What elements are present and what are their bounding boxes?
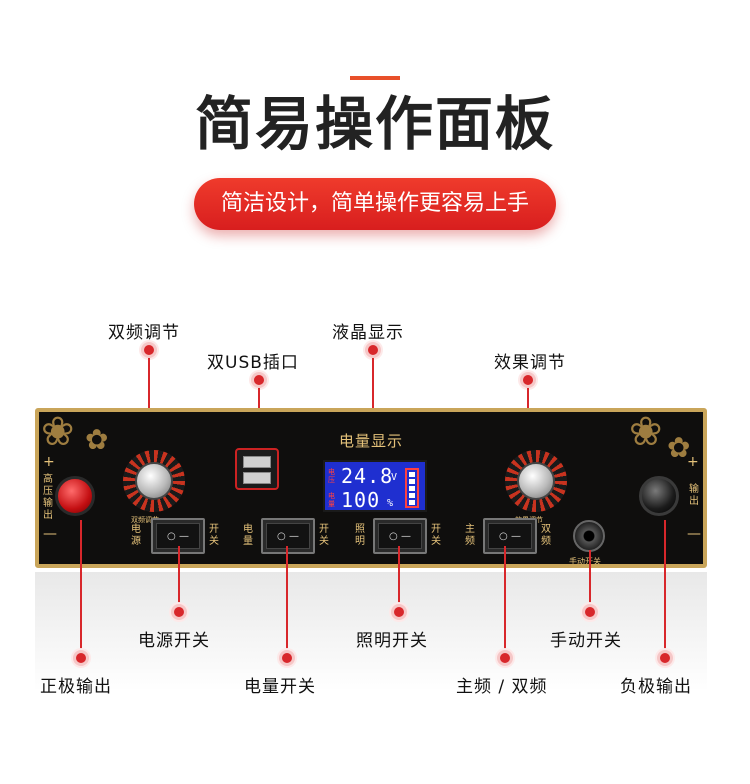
callout-dot	[582, 604, 598, 620]
positive-terminal[interactable]	[55, 476, 95, 516]
voltage-tag: 电压	[328, 468, 335, 484]
flower-ornament-icon: ❀	[41, 409, 75, 455]
subtitle-badge: 简洁设计，简单操作更容易上手	[194, 178, 556, 230]
hv-output-label: 高压输出	[43, 474, 53, 521]
callout-manual-switch: 手动开关	[550, 631, 622, 651]
callout-line	[589, 550, 591, 606]
callout-line	[80, 520, 82, 652]
callout-line	[664, 520, 666, 652]
battery-tag: 电量	[328, 492, 335, 508]
battery-level-icon	[405, 468, 419, 508]
manual-switch-jack[interactable]	[573, 520, 605, 552]
battery-value: 100	[341, 488, 381, 512]
panel-reflection	[35, 572, 707, 692]
dual-usb-ports[interactable]	[235, 448, 279, 490]
callout-dot	[657, 650, 673, 666]
callout-dual-usb: 双USB插口	[207, 353, 299, 373]
switch-right-label: 开关	[209, 524, 219, 547]
callout-line	[148, 358, 150, 450]
callout-line	[178, 546, 180, 606]
callout-dual-freq-adjust: 双频调节	[108, 323, 180, 343]
dual-freq-knob[interactable]	[123, 450, 185, 512]
switch-right-label: 开关	[319, 524, 329, 547]
battery-rocker-switch[interactable]: ○ —	[261, 518, 315, 554]
callout-light-switch: 照明开关	[356, 631, 428, 651]
callout-dot	[391, 604, 407, 620]
flower-ornament-icon: ❀	[629, 409, 663, 455]
usb-port-icon[interactable]	[243, 456, 271, 468]
callout-main-dual-freq: 主频 / 双频	[456, 677, 548, 697]
switch-right-label: 开关	[431, 524, 441, 547]
minus-sign: —	[43, 526, 57, 542]
callout-dot	[251, 372, 267, 388]
minus-sign: —	[687, 526, 701, 542]
lcd-display: 电压 24.8 V 电量 100 %	[323, 460, 427, 512]
voltage-value: 24.8	[341, 464, 394, 488]
callout-negative-output: 负极输出	[620, 677, 692, 697]
callout-dot	[73, 650, 89, 666]
callout-battery-switch: 电量开关	[244, 677, 316, 697]
callout-positive-output: 正极输出	[40, 677, 112, 697]
callout-dot	[141, 342, 157, 358]
callout-dot	[171, 604, 187, 620]
switch-left-label: 主频	[465, 524, 475, 547]
plus-sign: +	[687, 454, 699, 470]
callout-line	[398, 546, 400, 606]
freq-rocker-switch[interactable]: ○ —	[483, 518, 537, 554]
switch-left-label: 电量	[243, 524, 253, 547]
manual-switch-label: 手动开关	[569, 557, 601, 566]
flower-ornament-icon: ✿	[667, 431, 691, 464]
switch-left-label: 电源	[131, 524, 141, 547]
usb-port-icon[interactable]	[243, 472, 271, 484]
callout-lcd-display: 液晶显示	[332, 323, 404, 343]
callout-dot	[365, 342, 381, 358]
callout-dot	[520, 372, 536, 388]
page-title: 简易操作面板	[194, 90, 555, 158]
panel-heading: 电量显示	[339, 432, 404, 450]
callout-effect-adjust: 效果调节	[494, 353, 566, 373]
effect-knob[interactable]	[505, 450, 567, 512]
callout-dot	[279, 650, 295, 666]
callout-power-switch: 电源开关	[138, 631, 210, 651]
switch-right-label: 双频	[541, 524, 551, 547]
light-rocker-switch[interactable]: ○ —	[373, 518, 427, 554]
switch-left-label: 照明	[355, 524, 365, 547]
knob-left-label: 双频调节	[131, 516, 159, 524]
callout-line	[286, 546, 288, 652]
flower-ornament-icon: ✿	[85, 423, 109, 456]
title-accent-bar	[350, 76, 400, 80]
voltage-unit: V	[391, 472, 398, 483]
negative-terminal[interactable]	[639, 476, 679, 516]
callout-line	[504, 546, 506, 652]
output-label: 输出	[689, 484, 699, 507]
plus-sign: +	[43, 454, 55, 470]
callout-dot	[497, 650, 513, 666]
control-panel: ❀ ✿ ❀ ✿ 电量显示 + 高压输出 — 双频调节 电压 24.8 V 电量 …	[35, 408, 707, 568]
battery-unit: %	[387, 498, 394, 509]
